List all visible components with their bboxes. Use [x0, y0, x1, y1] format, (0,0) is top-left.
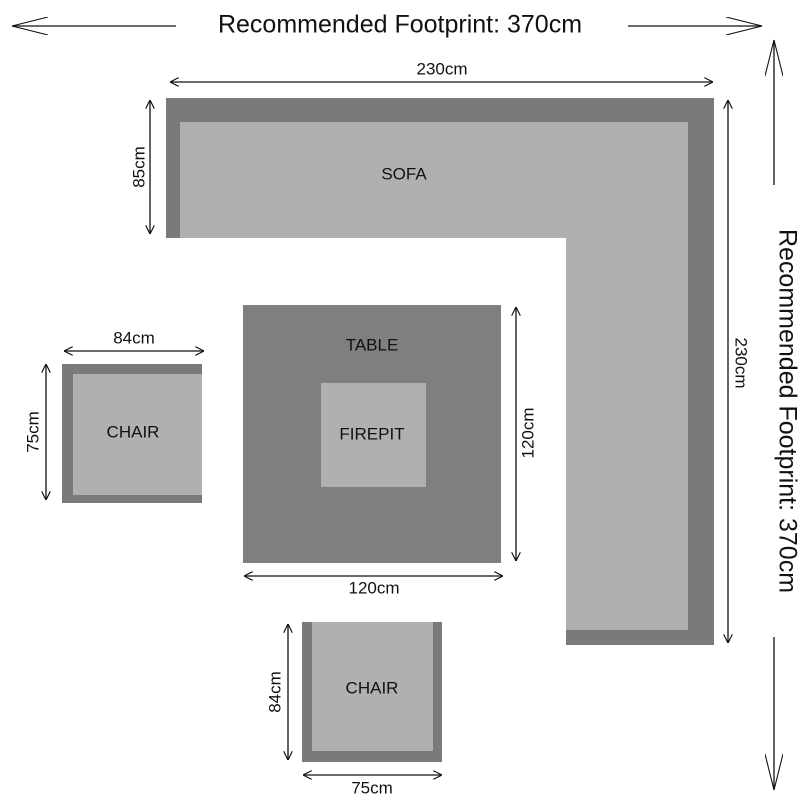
table: TABLE FIREPIT	[243, 305, 501, 563]
table-depth-label-bg	[520, 398, 538, 468]
sofa-depth-dimension: 85cm	[129, 100, 150, 234]
chair-bottom: CHAIR	[302, 622, 442, 762]
chair-left-label: CHAIR	[107, 422, 160, 441]
footprint-top-label: Recommended Footprint: 370cm	[218, 11, 582, 39]
table-width-label: 120cm	[348, 578, 399, 597]
chair-left-cushion	[73, 374, 202, 495]
footprint-side-dimension: Recommended Footprint: 370cm	[766, 40, 800, 790]
chair-left-width-label: 84cm	[113, 328, 155, 347]
chair-left-width-dimension: 84cm	[64, 328, 204, 351]
firepit-label: FIREPIT	[339, 424, 404, 443]
chair-bottom-label: CHAIR	[346, 678, 399, 697]
footprint-side-label-bg	[766, 185, 800, 637]
chair-bottom-width-dimension: 75cm	[303, 775, 442, 797]
chair-bottom-depth-label: 84cm	[265, 671, 284, 713]
footprint-top-dimension: Recommended Footprint: 370cm	[12, 8, 762, 42]
firepit	[321, 383, 426, 487]
sofa: SOFA	[166, 98, 714, 645]
sofa-length-dimension: 230cm	[728, 100, 751, 643]
chair-bottom-depth-dimension: 84cm	[265, 624, 288, 760]
chair-left-depth-dimension: 75cm	[23, 364, 46, 500]
chair-left-depth-label: 75cm	[23, 411, 42, 453]
table-depth-label: 120cm	[518, 407, 537, 458]
footprint-side-label: Recommended Footprint: 370cm	[773, 229, 800, 593]
sofa-width-dimension: 230cm	[170, 59, 713, 82]
sofa-width-label: 230cm	[416, 59, 467, 78]
sofa-length-label-bg	[732, 330, 750, 398]
table-label: TABLE	[346, 335, 399, 354]
sofa-cushion	[180, 122, 688, 630]
table-width-dimension: 120cm	[244, 576, 503, 597]
chair-left: CHAIR	[62, 364, 202, 503]
chair-bottom-cushion	[312, 622, 433, 751]
sofa-depth-label: 85cm	[129, 146, 148, 188]
sofa-label: SOFA	[381, 164, 427, 183]
chair-bottom-width-label: 75cm	[351, 778, 393, 797]
table-depth-dimension: 120cm	[516, 307, 538, 561]
sofa-length-label: 230cm	[732, 337, 751, 388]
footprint-top-label-bg	[176, 8, 628, 42]
